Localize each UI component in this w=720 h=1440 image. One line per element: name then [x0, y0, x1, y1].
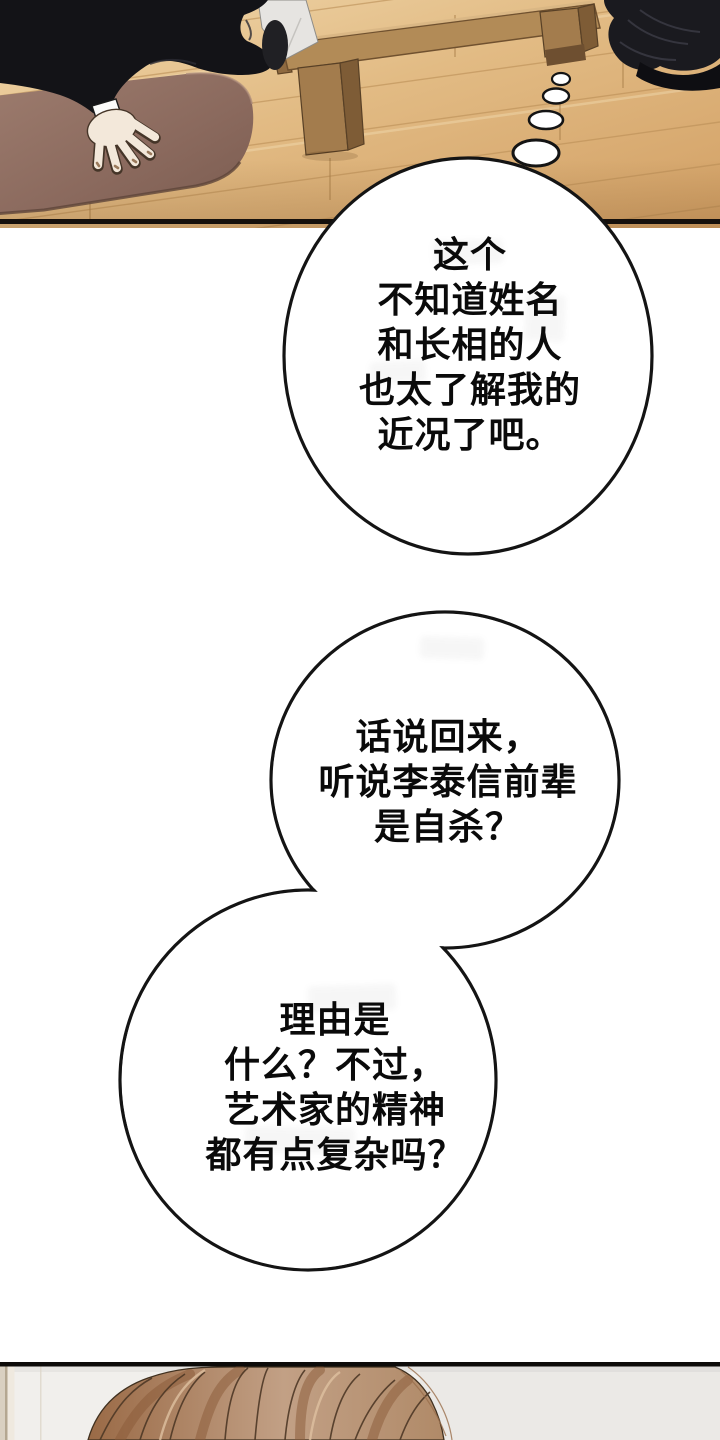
hand: [86, 108, 161, 175]
bubble3-line1: 理由是: [279, 1000, 391, 1041]
thought-bubble-1-text: 这个 不知道姓名 和长相的人 也太了解我的 近况了吧。: [288, 233, 652, 458]
thought-bubble-2-text: 话说回来， 听说李泰信前辈 是自杀？: [266, 715, 630, 850]
bubble1-line5: 近况了吧。: [377, 415, 563, 456]
bubble3-line3: 艺术家的精神: [223, 1090, 446, 1131]
panel2-border: [0, 1362, 720, 1367]
ghost-text-smudge: [419, 635, 485, 661]
bubble2-line1: 话说回来，: [355, 717, 541, 758]
bubble2-line3: 是自杀？: [373, 807, 522, 848]
hair-wisps: [399, 1366, 453, 1440]
panel-room-scene: [0, 0, 720, 228]
bubble3-line4: 都有点复杂吗？: [205, 1135, 465, 1176]
bubble1-line3: 和长相的人: [377, 325, 563, 366]
clothes-pile: [604, 0, 720, 91]
bubble1-line4: 也太了解我的: [358, 370, 581, 411]
panel-head-scene: [0, 1362, 720, 1440]
thought-bubble-3-text: 理由是 什么？不过， 艺术家的精神 都有点复杂吗？: [153, 998, 517, 1178]
bubble3-line2: 什么？不过，: [223, 1045, 446, 1086]
kneeling-person: [0, 0, 288, 175]
bubble1-line1: 这个: [432, 235, 507, 276]
bubble1-line2: 不知道姓名: [377, 280, 563, 321]
hair-top-of-head: [87, 1365, 453, 1440]
panel1-border: [0, 219, 720, 224]
bubble2-line2: 听说李泰信前辈: [318, 762, 578, 803]
